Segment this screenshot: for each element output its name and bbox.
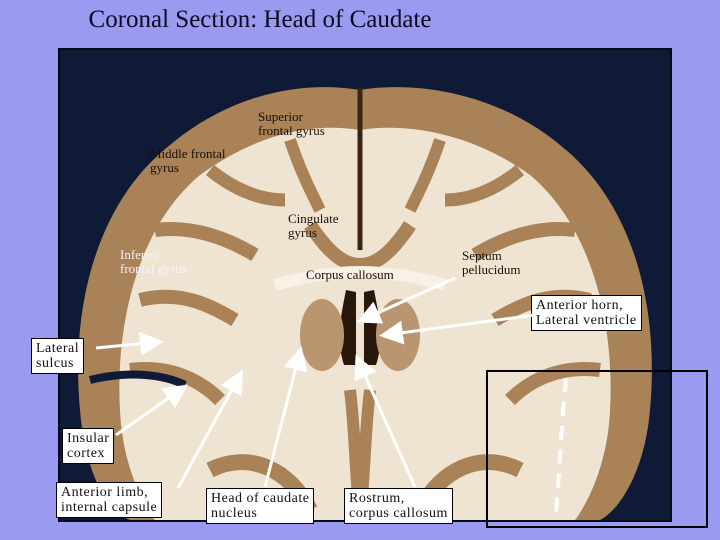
superior-frontal-gyrus-label: Superior frontal gyrus [258,109,325,138]
insular-cortex-label: Insular cortex [62,428,115,464]
inferior-frontal-gyrus-label: Inferior frontal gyrus [120,247,187,276]
cingulate-gyrus-label: Cingulate gyrus [288,211,339,240]
anterior-limb-label: Anterior limb, internal capsule [56,482,163,518]
rostrum-label: Rostrum, corpus callosum [344,488,453,524]
page-title: Coronal Section: Head of Caudate [88,6,432,33]
corpus-callosum-label: Corpus callosum [306,267,394,282]
anterior-horn-label: Anterior horn, Lateral ventricle [531,295,642,331]
highlight-frame [486,370,708,528]
head-of-caudate-label: Head of caudate nucleus [206,488,315,524]
middle-frontal-gyrus-label: Middle frontal gyrus [150,146,226,175]
lateral-sulcus-label: Lateral sulcus [31,338,85,374]
septum-pellucidum-label: Septum pellucidum [462,248,521,277]
